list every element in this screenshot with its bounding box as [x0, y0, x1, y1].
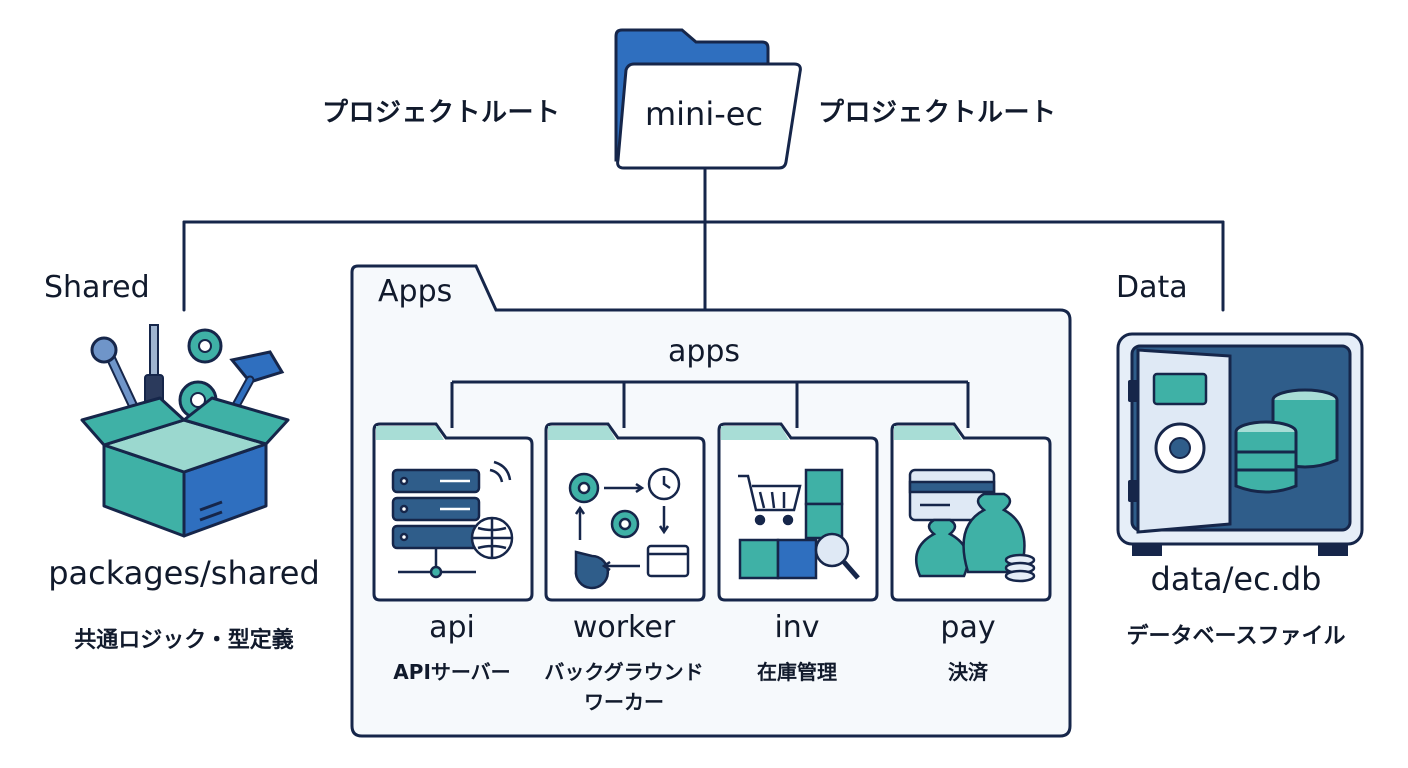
data-path: data/ec.db [1150, 560, 1322, 598]
shared-description: 共通ロジック・型定義 [74, 628, 294, 653]
database-safe-icon [1116, 332, 1364, 556]
data-description: データベースファイル [1126, 624, 1346, 649]
app-worker-description-line2: ワーカー [584, 690, 664, 714]
shared-heading: Shared [44, 270, 150, 305]
server-icon [391, 460, 514, 579]
shared-path: packages/shared [48, 554, 320, 592]
app-inv-description: 在庫管理 [757, 660, 837, 684]
workflow-gears-icon [568, 467, 690, 590]
apps-title: apps [667, 334, 741, 369]
data-heading: Data [1116, 270, 1188, 305]
app-api-description: APIサーバー [393, 660, 511, 684]
apps-tab-label: Apps [378, 274, 453, 309]
root-folder-name: mini-ec [644, 95, 764, 133]
app-pay-description: 決済 [948, 660, 988, 684]
app-worker-name: worker [572, 610, 676, 645]
root-folder-icon [614, 28, 802, 170]
root-caption-left: プロジェクトルート [322, 98, 561, 128]
toolbox-icon [80, 324, 290, 538]
app-worker-description-line1: バックグラウンド [544, 660, 704, 684]
app-pay-name: pay [940, 610, 996, 645]
app-inv-name: inv [774, 610, 820, 645]
app-api-name: api [429, 610, 475, 645]
root-caption-right: プロジェクトルート [818, 98, 1057, 128]
payment-icon [908, 468, 1036, 583]
cart-boxes-icon [738, 468, 860, 580]
